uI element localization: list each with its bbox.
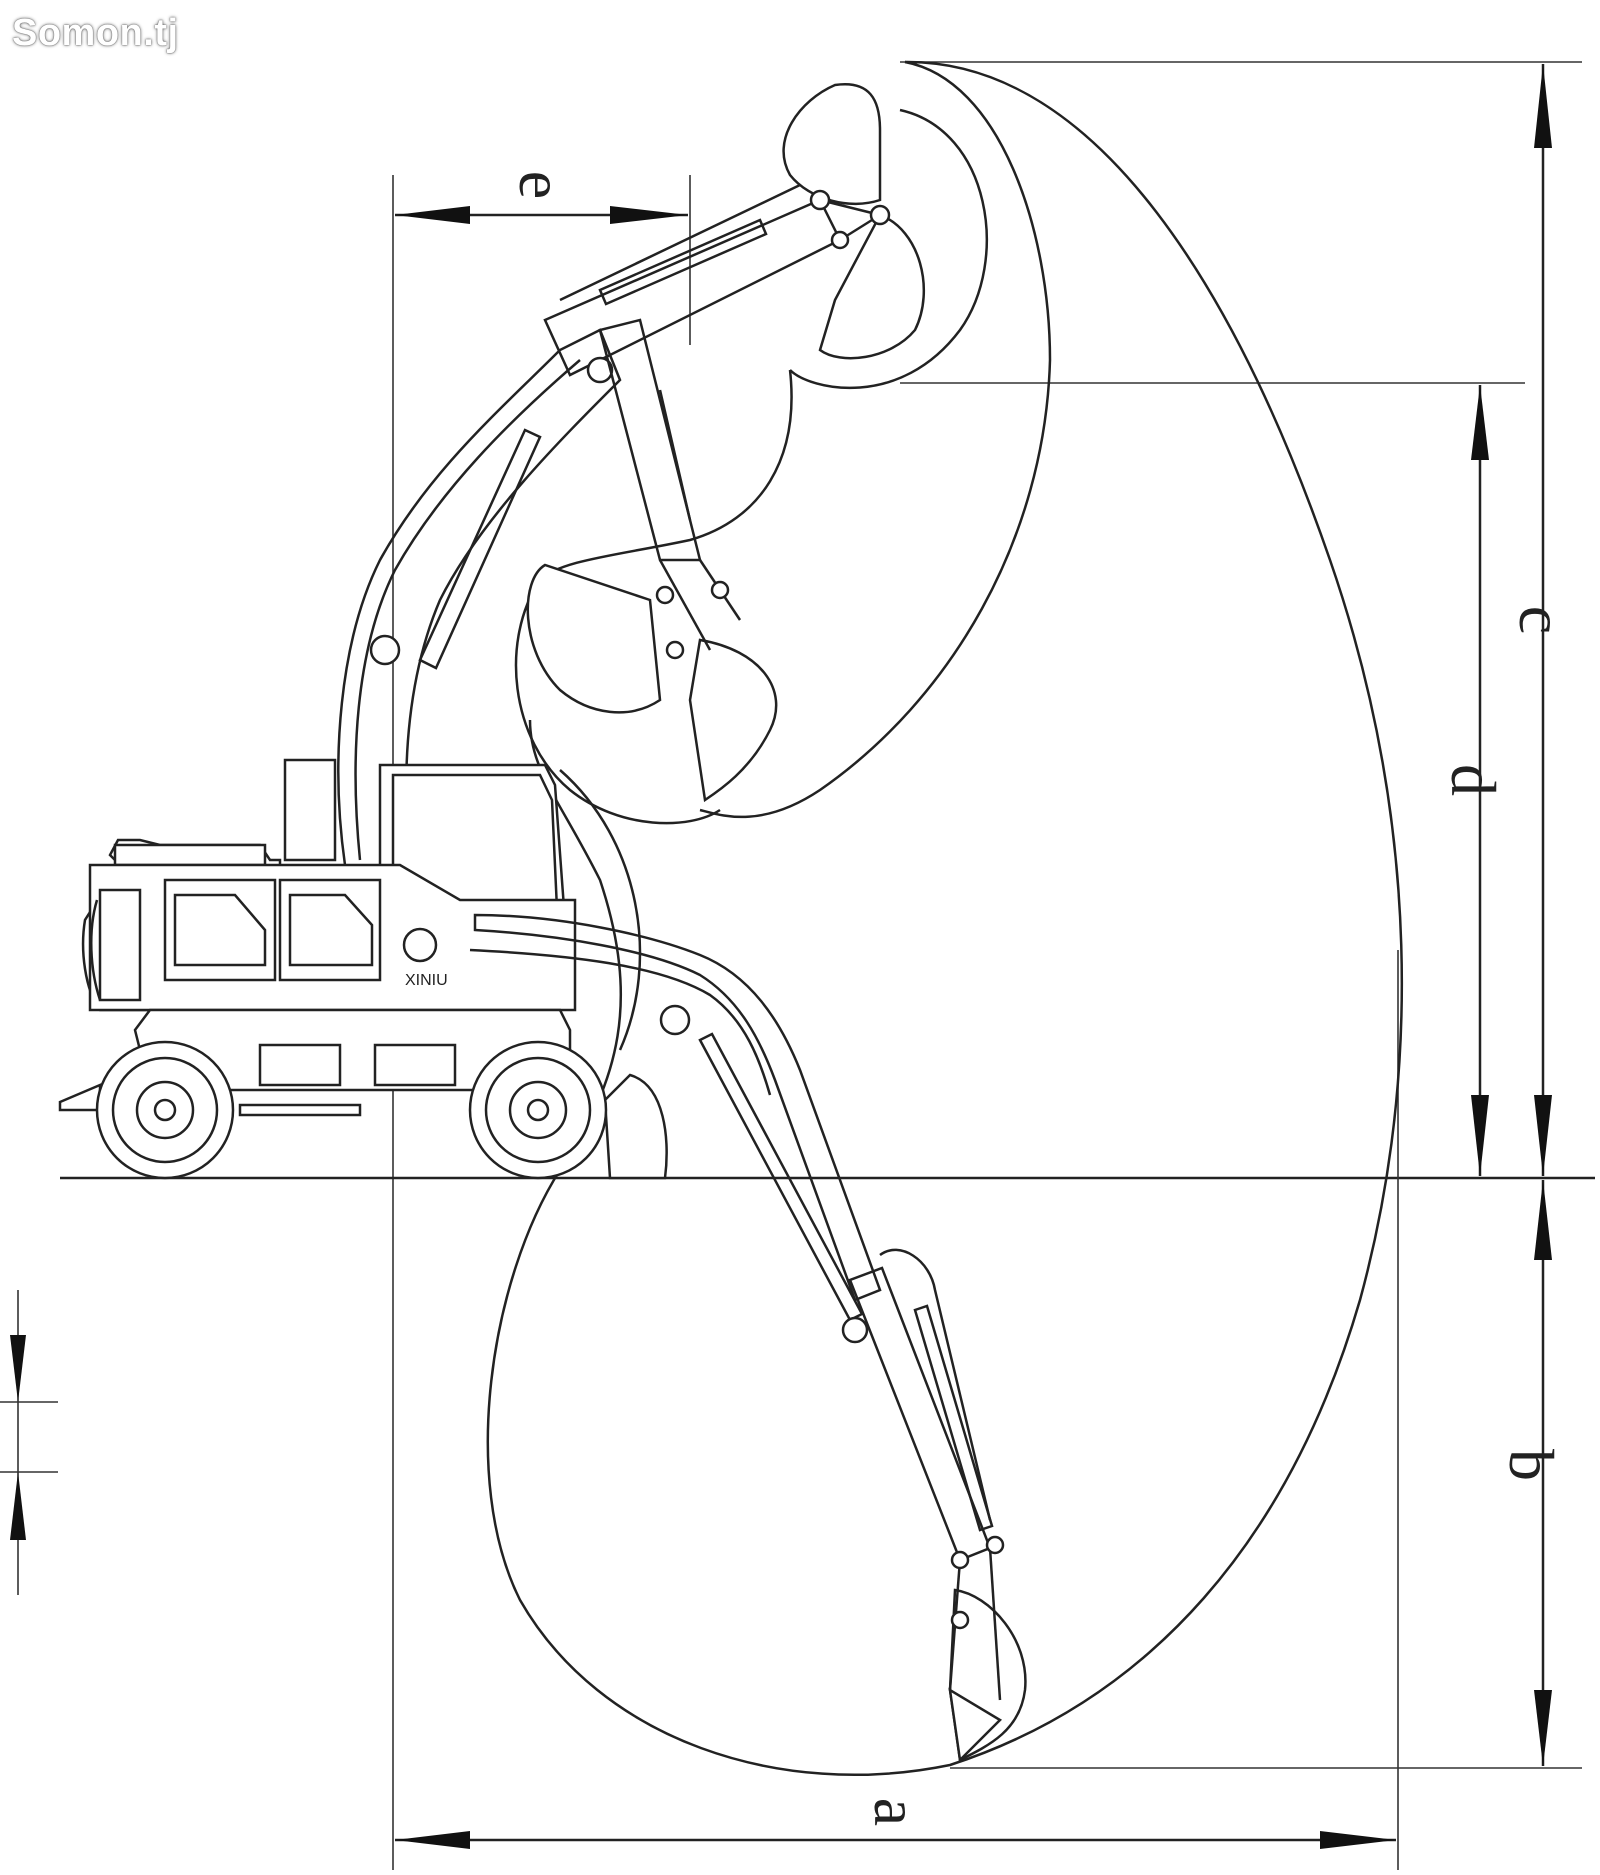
dimension-d: d <box>1438 385 1509 1176</box>
lowered-boom-arm <box>469 913 1027 1763</box>
dimension-label-c: c <box>1506 606 1577 634</box>
raised-boom-arm <box>337 82 926 866</box>
dimension-label-b: b <box>1496 1449 1567 1481</box>
dimension-e: e <box>395 171 688 224</box>
dimension-label-a: a <box>861 1798 932 1826</box>
dimension-b: b <box>1496 1180 1567 1766</box>
dimension-label-e: e <box>506 171 577 199</box>
watermark-logo: Somon.tj <box>12 12 179 54</box>
dimension-a: a <box>395 1798 1396 1849</box>
dimension-c: c <box>1506 64 1577 1176</box>
excavator-body: XINIU <box>58 634 691 1180</box>
left-reference-arrows <box>10 1335 26 1540</box>
machine-brand-label: XINIU <box>405 972 448 989</box>
mid-arm-position <box>526 318 778 803</box>
dimension-label-d: d <box>1438 764 1509 796</box>
working-range-envelope <box>486 60 1404 1776</box>
